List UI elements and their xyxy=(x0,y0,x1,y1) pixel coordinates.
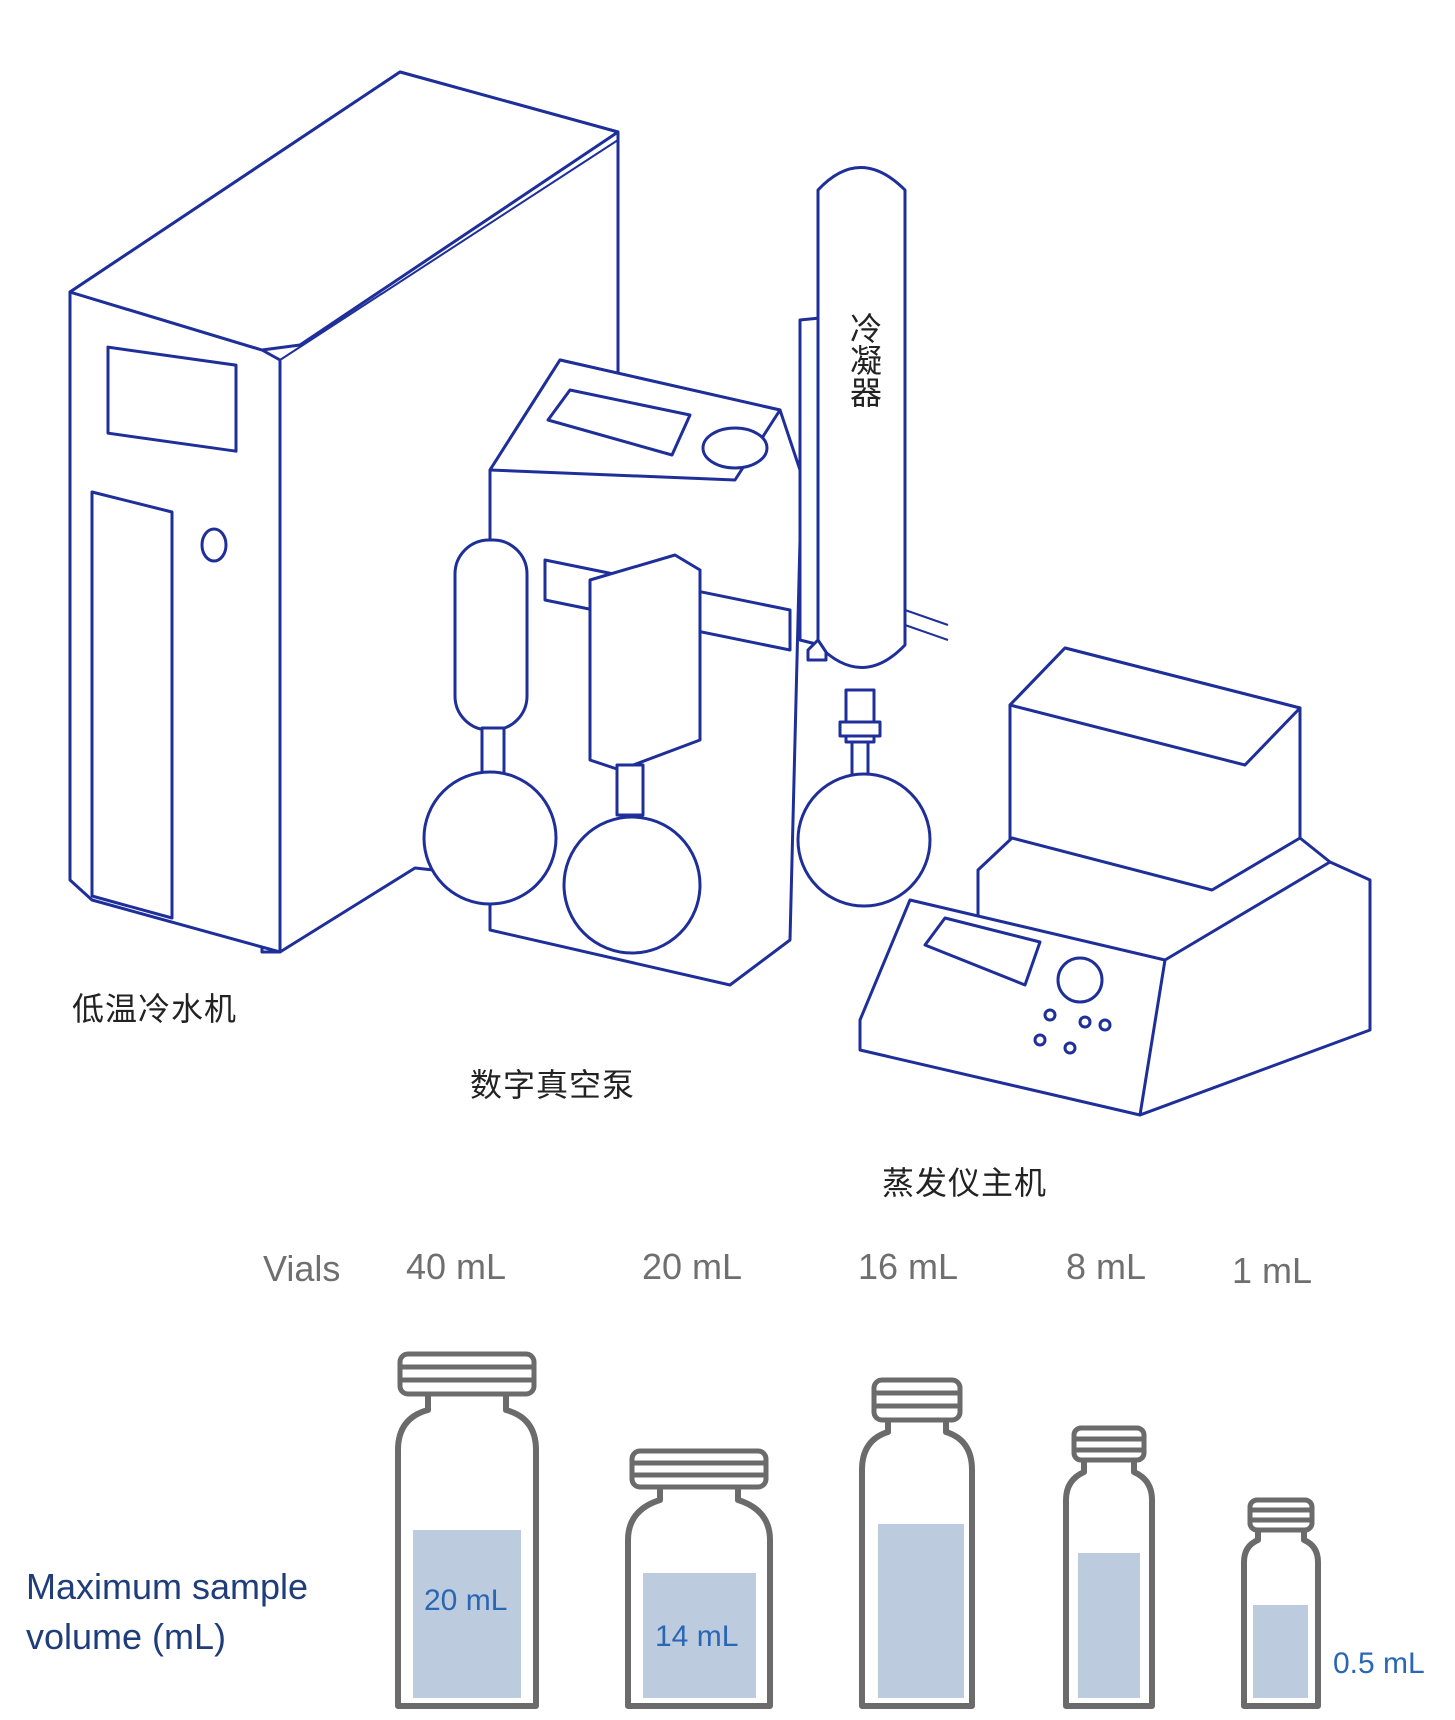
vial-1ml-liquid xyxy=(1253,1605,1308,1698)
evaporator-host-unit xyxy=(858,646,1372,1117)
vacuum-pump-label: 数字真空泵 xyxy=(470,1066,636,1104)
chiller-door-panel xyxy=(90,490,174,920)
vial-size-label: 40 mL xyxy=(406,1246,507,1287)
max-sample-label-line2: volume (mL) xyxy=(26,1616,227,1657)
evaporator-knob-icon xyxy=(1056,956,1104,1004)
evaporator-host-label: 蒸发仪主机 xyxy=(882,1164,1048,1202)
vial-16ml-liquid xyxy=(878,1524,964,1698)
vial-8ml-liquid xyxy=(1078,1553,1140,1698)
vial-fill-label: 14 mL xyxy=(655,1620,739,1653)
left-flask-assembly xyxy=(422,538,558,906)
vial-fill-label: 0.5 mL xyxy=(1333,1647,1425,1680)
chiller-display-panel xyxy=(106,345,238,453)
vial-fill-label: 20 mL xyxy=(424,1584,508,1617)
condenser-label: 冷凝器 xyxy=(845,312,883,408)
pump-knob-icon xyxy=(701,426,769,470)
condenser-unit xyxy=(796,166,949,908)
vial-20ml xyxy=(625,1448,773,1709)
middle-flask-assembly xyxy=(562,553,702,955)
vial-1ml xyxy=(1241,1497,1321,1709)
vial-40ml xyxy=(395,1351,539,1709)
vial-size-label: 8 mL xyxy=(1066,1246,1147,1287)
vials-group xyxy=(395,1351,1321,1709)
vial-size-label: 16 mL xyxy=(858,1246,959,1287)
vial-16ml xyxy=(859,1377,975,1709)
max-sample-volume-label: Maximum sample volume (mL) xyxy=(26,1562,308,1662)
vial-size-label: 20 mL xyxy=(642,1246,743,1287)
vial-20ml-liquid xyxy=(643,1573,756,1698)
vial-40ml-liquid xyxy=(413,1530,521,1698)
pump-display-panel xyxy=(546,388,692,457)
chiller-knob-icon xyxy=(200,527,228,563)
vial-8ml xyxy=(1063,1425,1155,1709)
evaporator-display-panel xyxy=(923,916,1042,987)
chiller-label: 低温冷水机 xyxy=(72,990,238,1028)
vial-size-label: 1 mL xyxy=(1232,1250,1313,1291)
vials-row-label: Vials xyxy=(263,1248,341,1289)
max-sample-label-line1: Maximum sample xyxy=(26,1566,309,1607)
